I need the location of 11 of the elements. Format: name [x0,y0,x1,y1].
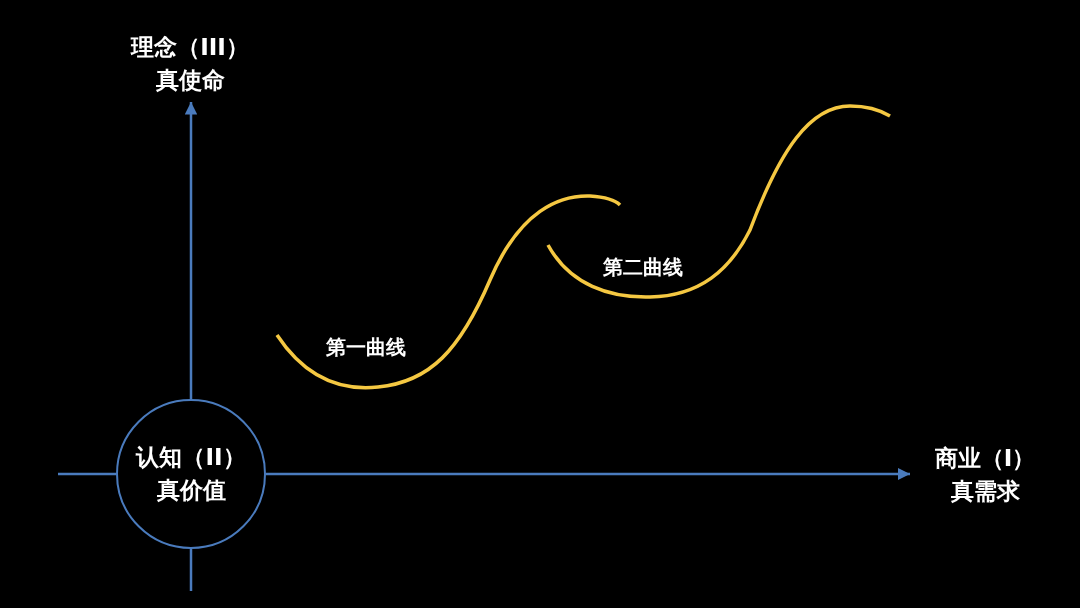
axis-arrow [184,102,198,399]
node-text: 真需求 [950,477,1020,506]
node-text: 认知（II） [136,443,246,472]
node-text: 商业（I） [934,444,1036,473]
axis-arrow [266,467,910,481]
curve-label: 第一曲线 [326,333,406,361]
node-text: 真价值 [156,476,226,505]
curve-label: 第二曲线 [603,253,683,281]
node-text: 理念（III） [131,33,249,62]
node-text: 真使命 [155,66,225,95]
circle-node [116,399,266,549]
